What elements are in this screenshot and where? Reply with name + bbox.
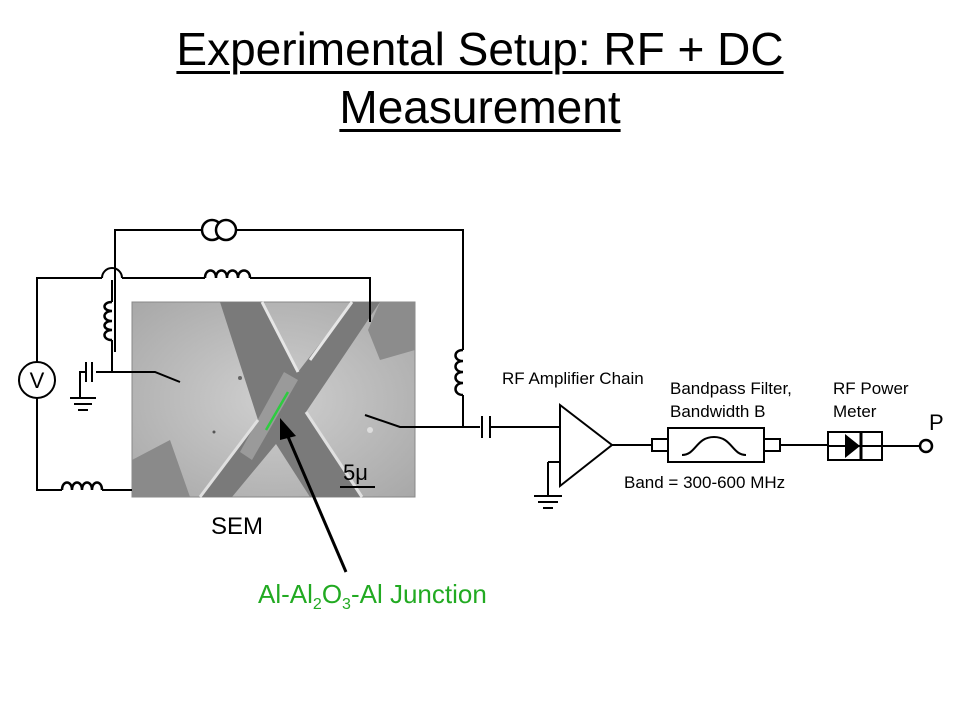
- dc-bias-wires: [36, 229, 560, 491]
- slide-title: Experimental Setup: RF + DC Measurement: [40, 20, 920, 136]
- amplifier-label: RF Amplifier Chain: [502, 369, 644, 388]
- title-line-1: Experimental Setup: RF + DC: [176, 23, 784, 75]
- power-meter-label-line2: Meter: [833, 402, 877, 421]
- power-meter-label-line1: RF Power: [833, 379, 909, 398]
- voltmeter: V: [18, 361, 56, 399]
- title-line-2: Measurement: [339, 81, 621, 133]
- inductor-icon-right: [454, 348, 464, 397]
- junction-label: Al-Al2O3-Al Junction: [258, 579, 487, 613]
- band-label: Band = 300-600 MHz: [624, 473, 785, 492]
- inductor-icon-left: [103, 300, 113, 342]
- voltmeter-label: V: [30, 368, 45, 393]
- diode-detector-icon: [827, 431, 883, 461]
- inductor-icon-bottom: [60, 481, 104, 491]
- junction-highlight: [264, 391, 290, 431]
- bandpass-filter-icon: [651, 427, 781, 463]
- output-label: P: [929, 410, 944, 435]
- current-source-icon: [200, 218, 238, 242]
- voltmeter-icon: [18, 361, 56, 399]
- sem-label: SEM: [211, 513, 263, 540]
- filter-label-line1: Bandpass Filter,: [670, 379, 792, 398]
- inductor-icon-top: [203, 269, 252, 279]
- filter-label-line2: Bandwidth B: [670, 402, 765, 421]
- junction-arrow: [280, 418, 348, 573]
- sem-image: 5μ: [131, 301, 416, 498]
- scale-bar-label: 5μ: [343, 460, 368, 485]
- output-terminal-icon: [918, 438, 934, 454]
- amplifier-icon: [534, 402, 614, 509]
